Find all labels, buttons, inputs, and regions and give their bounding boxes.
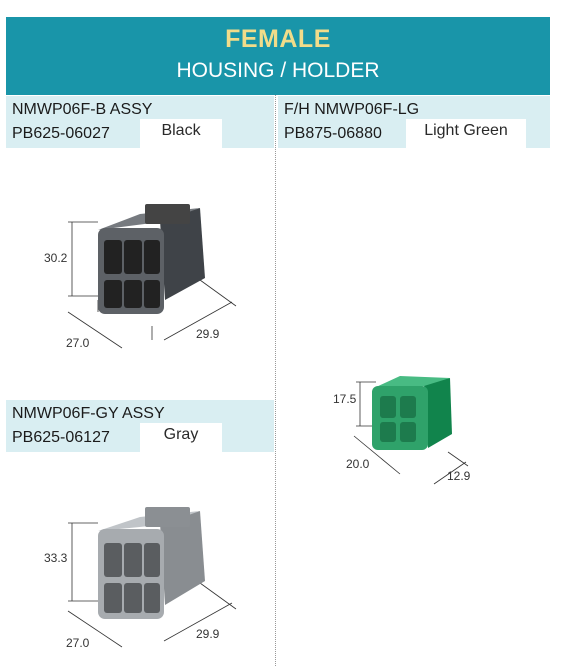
- dim-width: 20.0: [346, 457, 370, 471]
- connector-gray-drawing: [67, 507, 237, 648]
- dim-depth: 29.9: [196, 627, 220, 641]
- column-divider: [275, 95, 276, 666]
- part-label-black: NMWP06F-B ASSY PB625-06027 Black: [6, 96, 274, 148]
- header-title: FEMALE: [225, 25, 331, 53]
- color-tag: Light Green: [406, 119, 526, 148]
- dim-height: 33.3: [44, 551, 68, 565]
- part-label-light-green: F/H NMWP06F-LG PB875-06880 Light Green: [278, 96, 550, 148]
- holder-green-drawing: [353, 376, 469, 485]
- dim-width: 27.0: [66, 636, 90, 650]
- dim-height: 30.2: [44, 251, 68, 265]
- part-number: PB625-06127: [12, 429, 110, 446]
- part-name: NMWP06F-GY ASSY: [12, 405, 165, 422]
- dim-height: 17.5: [333, 392, 357, 406]
- dim-depth: 29.9: [196, 327, 220, 341]
- color-tag: Gray: [140, 423, 222, 452]
- part-name: NMWP06F-B ASSY: [12, 101, 153, 118]
- header-subtitle: HOUSING / HOLDER: [176, 59, 380, 82]
- dim-depth: 12.9: [447, 469, 471, 483]
- connector-body: [98, 204, 205, 314]
- color-tag: Black: [140, 119, 222, 148]
- holder-body: [372, 376, 452, 450]
- part-name: F/H NMWP06F-LG: [284, 101, 420, 118]
- part-number: PB875-06880: [284, 125, 382, 142]
- section-header: FEMALE HOUSING / HOLDER: [6, 17, 550, 95]
- dim-width: 27.0: [66, 336, 90, 350]
- part-label-gray: NMWP06F-GY ASSY PB625-06127 Gray: [6, 400, 274, 452]
- connector-body: [98, 507, 205, 619]
- part-number: PB625-06027: [12, 125, 110, 142]
- connector-black-drawing: [67, 204, 237, 349]
